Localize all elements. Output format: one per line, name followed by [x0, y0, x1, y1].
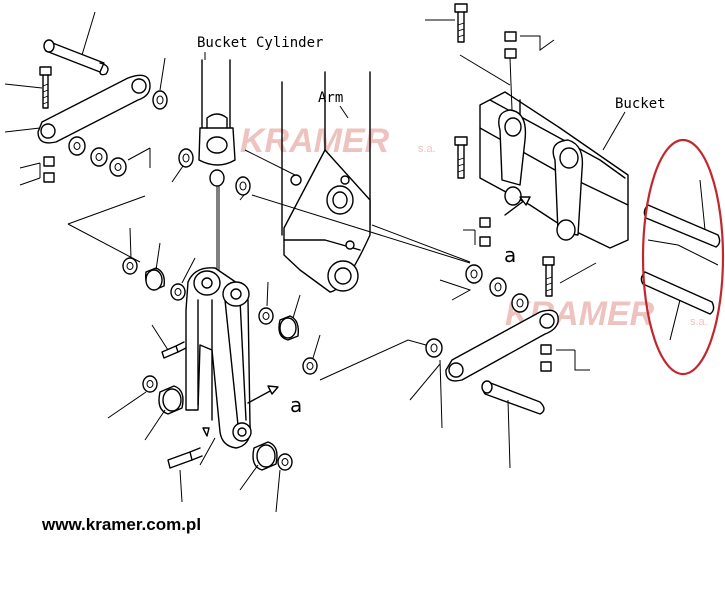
nuts-middle-right: [463, 217, 491, 247]
label-arm: Arm: [318, 90, 343, 106]
footer-url[interactable]: www.kramer.com.pl: [42, 515, 202, 534]
nuts-lower-right: [540, 344, 590, 372]
bolt-middle: [454, 136, 468, 179]
washers-cylinder: [171, 148, 251, 201]
assembly-lines: [244, 149, 471, 264]
bolt-left: [4, 66, 52, 109]
watermark-kramer-top: KRAMER s.a.: [240, 122, 436, 160]
nuts-left: [19, 156, 55, 186]
pin-lower-right: [481, 380, 545, 469]
bolt-bucket-top: [425, 3, 511, 86]
label-ref-a-bucket: a: [504, 243, 516, 267]
bushings-upper-left: [67, 195, 196, 301]
bushings-lower-left: [107, 375, 184, 441]
label-ref-a-link: a: [290, 393, 302, 417]
bushings-bottom: [239, 441, 293, 513]
label-bucket-cylinder: Bucket Cylinder: [197, 35, 323, 51]
link-plate-upper: [4, 74, 151, 144]
bucket-cylinder: Bucket Cylinder: [197, 35, 323, 280]
lower-link: a: [185, 267, 302, 449]
link-plate-lower: [409, 309, 559, 401]
grease-fitting-lower: [167, 437, 216, 503]
top-pin: [43, 11, 109, 76]
washer-link: [319, 338, 443, 429]
nuts-top-right: [504, 31, 555, 111]
bushings-right-of-link: [258, 281, 321, 375]
washer-upper: [152, 57, 168, 110]
bucket: Bucket a: [479, 91, 721, 315]
highlight-ellipse: [641, 138, 725, 376]
washers-upper-left: [68, 136, 151, 177]
watermark-brand: KRAMER: [240, 122, 390, 160]
watermark-suffix: s.a.: [418, 143, 436, 155]
watermark-suffix: s.a.: [690, 316, 708, 328]
grease-fitting-upper: [151, 324, 187, 359]
label-bucket: Bucket: [615, 96, 666, 112]
arm: Arm: [281, 71, 371, 293]
bolt-lower-right: [542, 256, 597, 297]
washers-middle: [439, 264, 529, 313]
